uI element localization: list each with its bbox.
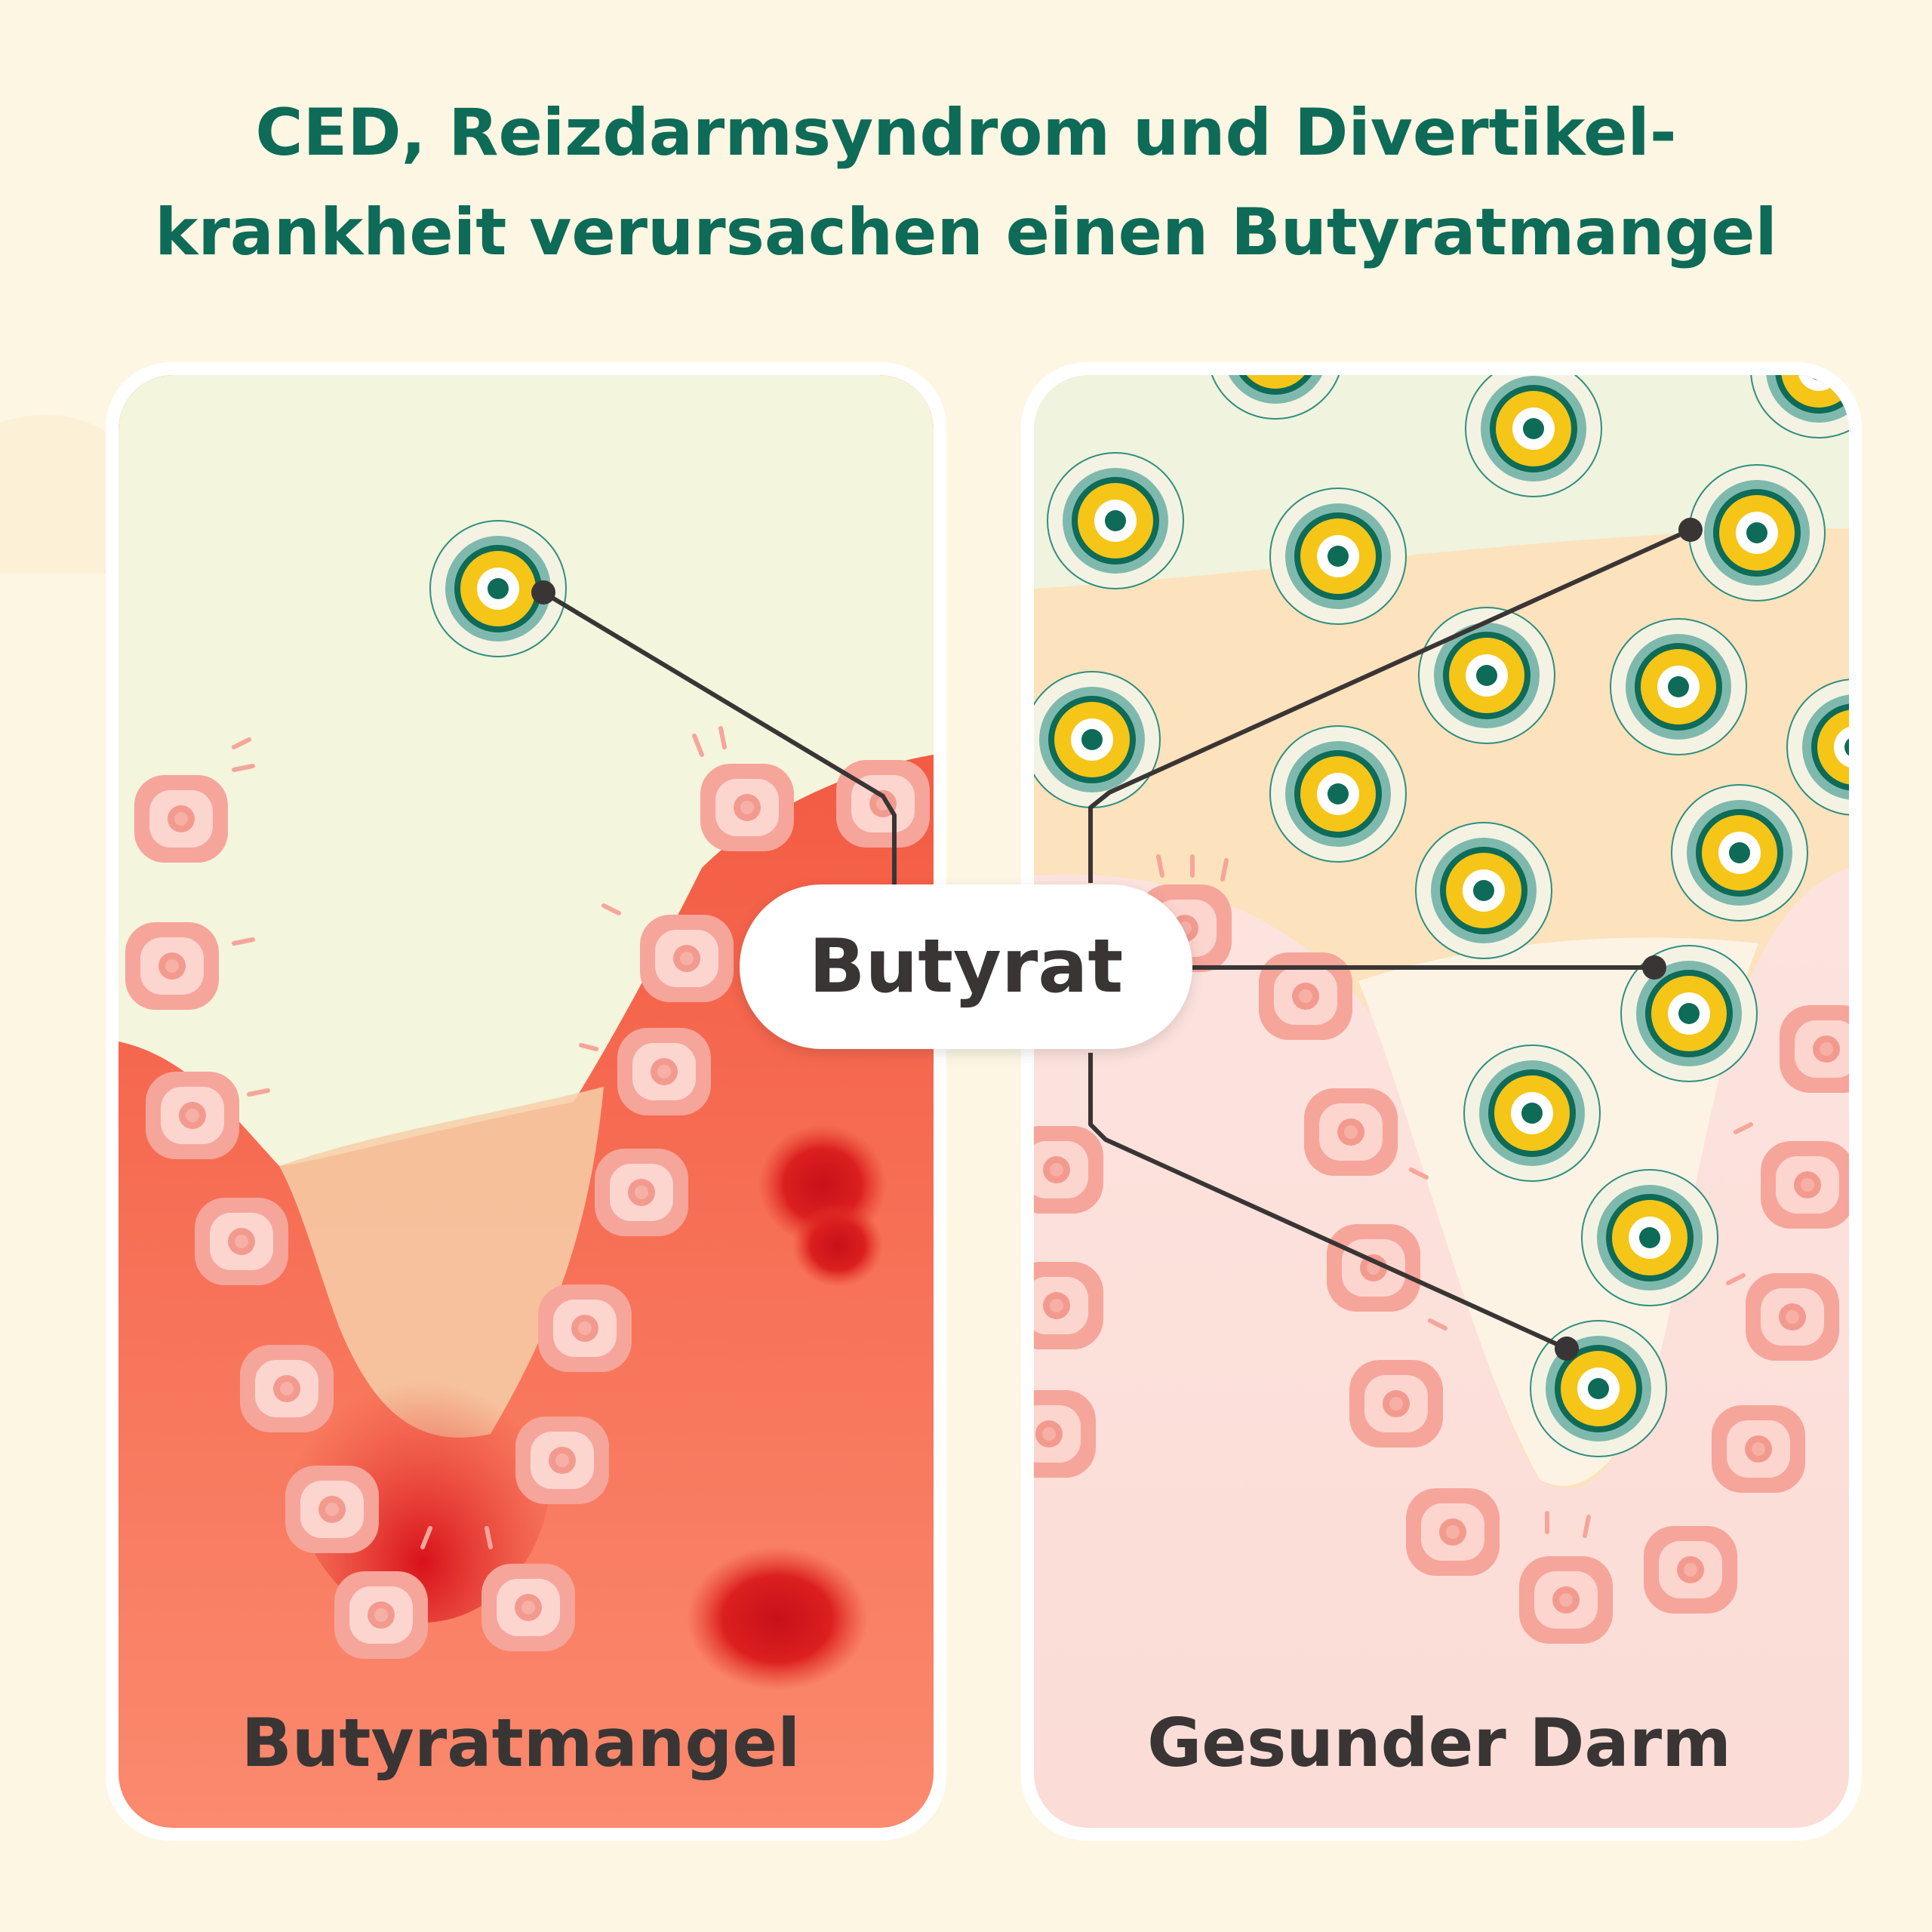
butyrat-label: Butyrat [740,884,1192,1049]
page-title: CED, Reizdarmsyndrom und Divertikel- kra… [0,83,1932,282]
title-line-1: CED, Reizdarmsyndrom und Divertikel- [255,95,1677,171]
panel-gesunder-darm [1021,362,1862,1841]
connector-dots [531,518,1703,1361]
panel-butyratmangel [106,362,946,1841]
panel-label-gesunder-darm: Gesunder Darm [1147,1704,1731,1782]
connector-lines [542,528,1692,1351]
title-line-2: krankheit verursachen einen Butyratmange… [155,195,1777,270]
panel-label-butyratmangel: Butyratmangel [241,1704,801,1782]
